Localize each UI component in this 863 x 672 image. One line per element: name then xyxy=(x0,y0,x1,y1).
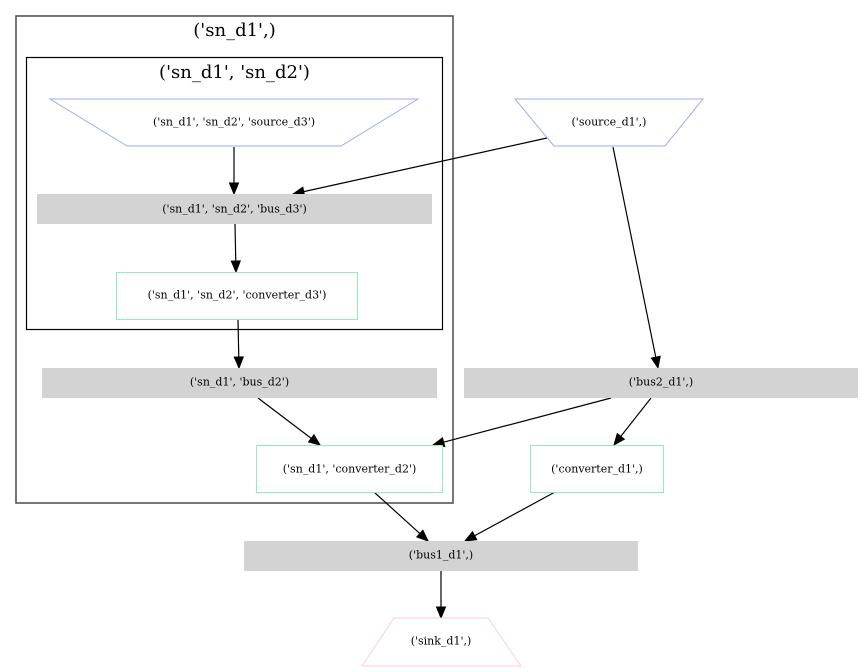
bus1-d1-label: ('bus1_d1',) xyxy=(409,549,473,562)
bus-d3-shape xyxy=(37,194,432,224)
arrowhead-icon xyxy=(435,606,447,620)
bus-d2-shape xyxy=(42,368,437,398)
edge-source-d3-to-bus-d3 xyxy=(228,147,240,196)
node-bus-d3[interactable]: ('sn_d1', 'sn_d2', 'bus_d3') xyxy=(37,194,432,224)
edge-converter-d3-to-bus-d2 xyxy=(233,319,245,370)
edge-line xyxy=(612,146,657,358)
cluster-sn-d1: ('sn_d1',) xyxy=(15,15,454,504)
node-bus2-d1[interactable]: ('bus2_d1',) xyxy=(464,368,858,398)
cluster-sn-d1-sn-d2: ('sn_d1', 'sn_d2') xyxy=(25,56,444,331)
node-converter-d3[interactable]: ('sn_d1', 'sn_d2', 'converter_d3') xyxy=(116,272,358,320)
sink-d1-label: ('sink_d1',) xyxy=(411,635,472,648)
converter-d2-label: ('sn_d1', 'converter_d2') xyxy=(283,463,417,476)
bus-d2-label: ('sn_d1', 'bus_d2') xyxy=(190,376,289,389)
source-d3-shape xyxy=(48,98,420,147)
cluster-sn-d1-sn-d2-border xyxy=(25,56,444,331)
arrowhead-icon xyxy=(233,356,245,370)
edge-line xyxy=(620,397,652,437)
node-bus1-d1[interactable]: ('bus1_d1',) xyxy=(244,541,638,571)
edge-line xyxy=(234,223,237,262)
edge-bus-d2-to-converter-d2 xyxy=(257,397,322,446)
arrowhead-icon xyxy=(415,529,429,542)
cluster-sn-d1-border xyxy=(15,15,454,504)
converter-d2-shape xyxy=(256,445,443,493)
source-d3-label: ('sn_d1', 'sn_d2', 'source_d3') xyxy=(153,116,315,129)
arrowhead-icon xyxy=(228,182,240,196)
cluster-sn-d1-label: ('sn_d1',) xyxy=(193,20,275,41)
arrowhead-icon xyxy=(230,260,242,274)
converter-d3-label: ('sn_d1', 'sn_d2', 'converter_d3') xyxy=(148,289,327,302)
edge-bus2-d1-to-converter-d1 xyxy=(613,397,652,447)
node-sink-d1[interactable]: ('sink_d1',) xyxy=(361,617,522,667)
converter-d1-label: ('converter_d1',) xyxy=(551,463,643,476)
converter-d3-shape xyxy=(116,272,358,320)
source-d1-shape xyxy=(513,98,705,147)
edge-bus1-d1-to-sink-d1 xyxy=(435,571,447,620)
arrowhead-icon xyxy=(613,432,626,447)
edge-converter-d2-to-bus1-d1 xyxy=(373,491,429,542)
edge-line xyxy=(474,491,556,537)
edge-line xyxy=(237,319,240,358)
arrowhead-icon xyxy=(650,355,661,370)
edge-converter-d1-to-bus1-d1 xyxy=(463,491,556,542)
edge-source-d1-to-bus-d3 xyxy=(291,137,548,197)
bus-d3-label: ('sn_d1', 'sn_d2', 'bus_d3') xyxy=(162,203,307,216)
bus2-d1-shape xyxy=(464,368,858,398)
node-converter-d1[interactable]: ('converter_d1',) xyxy=(530,445,664,493)
node-bus-d2[interactable]: ('sn_d1', 'bus_d2') xyxy=(42,368,437,398)
bus1-d1-shape xyxy=(244,541,638,571)
edge-line xyxy=(443,397,612,443)
sink-d1-shape xyxy=(361,617,522,667)
arrowhead-icon xyxy=(307,433,322,446)
source-d1-label: ('source_d1',) xyxy=(572,116,647,129)
edge-bus2-d1-to-converter-d2 xyxy=(431,397,612,448)
node-source-d3[interactable]: ('sn_d1', 'sn_d2', 'source_d3') xyxy=(48,98,420,147)
edge-line xyxy=(373,491,421,535)
arrowhead-icon xyxy=(463,530,478,542)
bus2-d1-label: ('bus2_d1',) xyxy=(629,376,693,389)
edge-line xyxy=(303,137,548,193)
edge-line xyxy=(257,397,312,439)
node-source-d1[interactable]: ('source_d1',) xyxy=(513,98,705,147)
node-converter-d2[interactable]: ('sn_d1', 'converter_d2') xyxy=(256,445,443,493)
edges xyxy=(228,137,661,620)
edge-bus-d3-to-converter-d3 xyxy=(230,223,242,274)
cluster-sn-d1-sn-d2-label: ('sn_d1', 'sn_d2') xyxy=(159,62,310,83)
edge-source-d1-to-bus2-d1 xyxy=(612,146,661,370)
converter-d1-shape xyxy=(530,445,664,493)
